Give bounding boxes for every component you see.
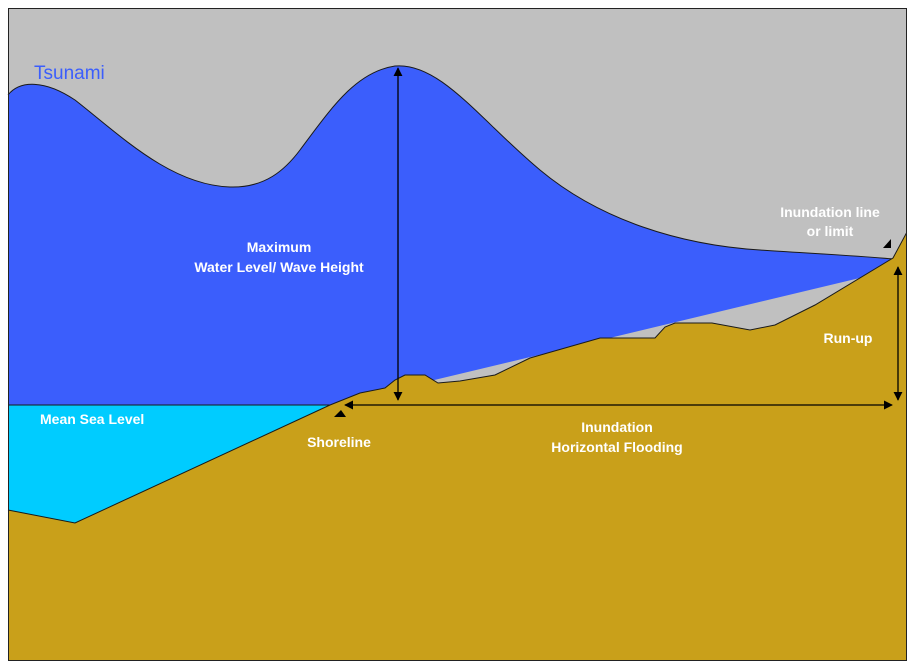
inundation-label: Inundation <box>581 419 653 435</box>
shoreline-marker-icon <box>334 410 346 417</box>
mean-sea-level-label: Mean Sea Level <box>40 411 144 427</box>
tsunami-wave-outline <box>7 65 894 260</box>
mean-sea <box>8 405 330 523</box>
land-outline <box>7 231 907 524</box>
inundation-limit-marker-icon <box>883 239 891 248</box>
shoreline-label: Shoreline <box>307 434 371 450</box>
diagram-title: Tsunami <box>34 63 105 84</box>
inundation-limit-label-2: or limit <box>807 223 854 239</box>
inundation-limit-label: Inundation line <box>780 204 880 220</box>
max-water-level-label: Maximum <box>247 239 312 255</box>
inundation-label-2: Horizontal Flooding <box>551 439 682 455</box>
tsunami-wave <box>8 65 893 405</box>
land <box>8 232 907 661</box>
max-water-level-label-2: Water Level/ Wave Height <box>194 259 364 275</box>
run-up-label: Run-up <box>824 330 873 346</box>
